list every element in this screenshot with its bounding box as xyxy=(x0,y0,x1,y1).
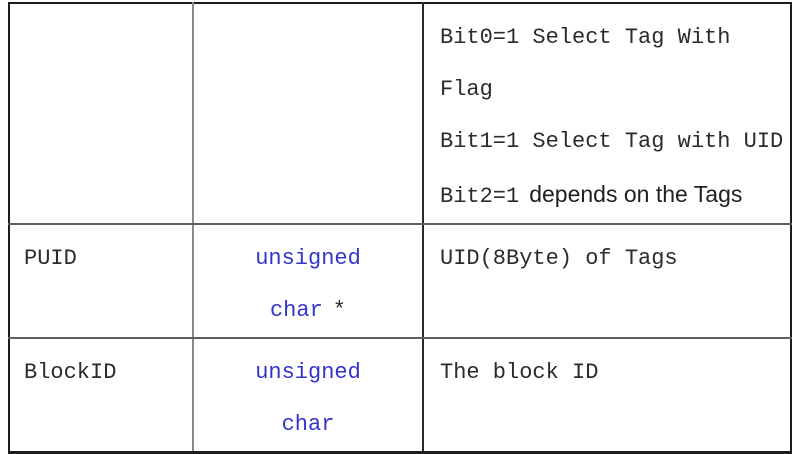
pointer-asterisk: * xyxy=(332,298,346,323)
field-cell-puid: PUID xyxy=(9,224,194,339)
type-line-char: char xyxy=(194,399,421,451)
desc-line-bit1: Bit1=1 Select Tag with UID xyxy=(440,129,784,154)
type-keyword: unsigned xyxy=(255,246,361,271)
description-cell-flags: Bit0=1 Select Tag With Flag Bit1=1 Selec… xyxy=(423,3,791,225)
description-cell-puid: UID(8Byte) of Tags xyxy=(423,224,791,339)
type-keyword: char xyxy=(269,298,323,323)
type-cell-blockid: unsigned char xyxy=(193,338,424,453)
field-cell-blockid: BlockID xyxy=(9,338,194,453)
field-cell-empty xyxy=(9,3,194,225)
desc-line-bit2-sans: depends on the Tags xyxy=(529,181,743,207)
type-line-unsigned: unsigned xyxy=(194,347,421,399)
desc-line-bit2-mono: Bit2=1 xyxy=(440,184,520,209)
type-line-char-pointer: char * xyxy=(194,285,421,336)
table-row-flags: Bit0=1 Select Tag With Flag Bit1=1 Selec… xyxy=(9,3,791,225)
desc-line-bit2: Bit2=1 depends on the Tags xyxy=(440,168,790,222)
type-line-unsigned: unsigned xyxy=(194,233,421,285)
desc-line-flag: Flag xyxy=(440,77,493,102)
desc-line: The block ID xyxy=(440,360,599,385)
description-cell-blockid: The block ID xyxy=(423,338,791,453)
table-row-blockid: BlockID unsigned char The block ID xyxy=(9,338,791,453)
field-label: PUID xyxy=(24,246,77,271)
type-keyword: unsigned xyxy=(255,360,361,385)
desc-line-bit0: Bit0=1 Select Tag With xyxy=(440,25,731,50)
desc-line: UID(8Byte) of Tags xyxy=(440,246,678,271)
parameters-table: Bit0=1 Select Tag With Flag Bit1=1 Selec… xyxy=(8,2,792,454)
type-cell-empty xyxy=(193,3,424,225)
type-cell-puid: unsigned char * xyxy=(193,224,424,339)
type-keyword: char xyxy=(281,412,335,437)
field-label: BlockID xyxy=(24,360,117,385)
table-row-puid: PUID unsigned char * UID(8Byte) of Tags xyxy=(9,224,791,339)
